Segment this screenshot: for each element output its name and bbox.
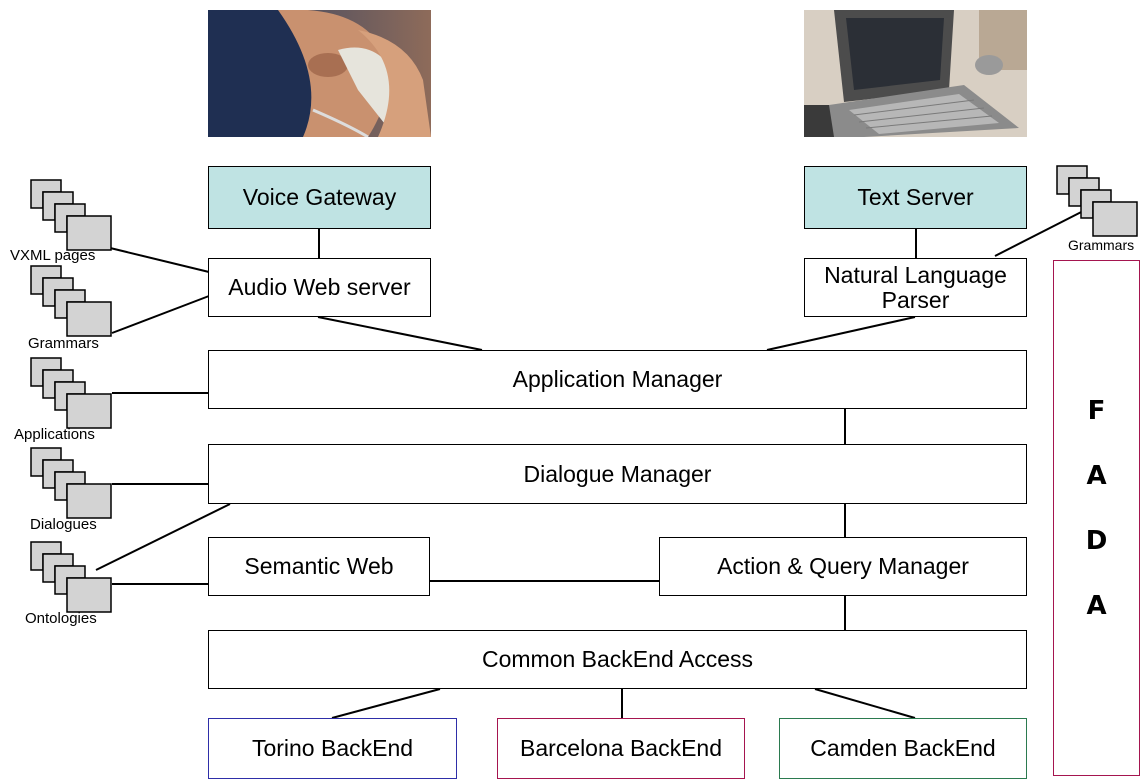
voice-gateway-box: Voice Gateway: [208, 166, 431, 229]
fada-letter-f: F: [1087, 396, 1106, 426]
voice-gateway-label: Voice Gateway: [242, 184, 397, 211]
audio-web-server-label: Audio Web server: [228, 274, 411, 301]
vxml-pages-label: VXML pages: [10, 247, 96, 264]
semantic-web-box: Semantic Web: [208, 537, 430, 596]
application-manager-label: Application Manager: [512, 366, 723, 393]
barcelona-backend-label: Barcelona BackEnd: [519, 735, 722, 762]
torino-backend-label: Torino BackEnd: [251, 735, 414, 762]
line-common-camden: [814, 688, 916, 719]
grammars-left-document-stack-icon: [30, 265, 112, 337]
dialogue-manager-box: Dialogue Manager: [208, 444, 1027, 504]
line-common-torino: [331, 688, 441, 719]
line-ontologies-dialoguemanager: [95, 503, 231, 571]
line-audioweb-appmanager: [317, 316, 483, 351]
action-query-manager-box: Action & Query Manager: [659, 537, 1027, 596]
common-backend-label: Common BackEnd Access: [481, 646, 753, 673]
fada-letter-d: D: [1085, 526, 1108, 556]
nl-parser-label: Natural Language Parser: [824, 262, 1007, 313]
text-server-box: Text Server: [804, 166, 1027, 229]
line-nlparser-appmanager: [766, 316, 916, 351]
grammars-left-label: Grammars: [28, 335, 99, 352]
dialogues-label: Dialogues: [30, 516, 97, 533]
dialogue-manager-label: Dialogue Manager: [523, 460, 712, 487]
application-manager-box: Application Manager: [208, 350, 1027, 409]
semantic-web-label: Semantic Web: [244, 553, 394, 580]
barcelona-backend-box: Barcelona BackEnd: [497, 718, 745, 779]
common-backend-box: Common BackEnd Access: [208, 630, 1027, 689]
line-grammars-nlparser: [994, 204, 1096, 257]
nl-parser-box: Natural Language Parser: [804, 258, 1027, 317]
text-server-label: Text Server: [857, 184, 974, 211]
fada-box: F A D A: [1053, 260, 1140, 776]
ontologies-document-stack-icon: [30, 541, 112, 613]
applications-label: Applications: [14, 426, 95, 443]
line-grammars-audioweb: [111, 295, 210, 334]
fada-letter-a2: A: [1086, 591, 1107, 621]
line-vxml-audioweb: [105, 246, 210, 273]
vxml-document-stack-icon: [30, 179, 112, 251]
laptop-photo: [804, 10, 1027, 137]
ontologies-label: Ontologies: [25, 610, 97, 627]
person-on-phone-photo: [208, 10, 431, 137]
camden-backend-box: Camden BackEnd: [779, 718, 1027, 779]
grammars-right-document-stack-icon: [1056, 165, 1138, 237]
action-query-manager-label: Action & Query Manager: [717, 553, 969, 580]
torino-backend-box: Torino BackEnd: [208, 718, 457, 779]
audio-web-server-box: Audio Web server: [208, 258, 431, 317]
fada-letter-a: A: [1086, 461, 1107, 491]
dialogues-document-stack-icon: [30, 447, 112, 519]
applications-document-stack-icon: [30, 357, 112, 429]
camden-backend-label: Camden BackEnd: [810, 735, 996, 762]
grammars-right-label: Grammars: [1068, 237, 1135, 253]
